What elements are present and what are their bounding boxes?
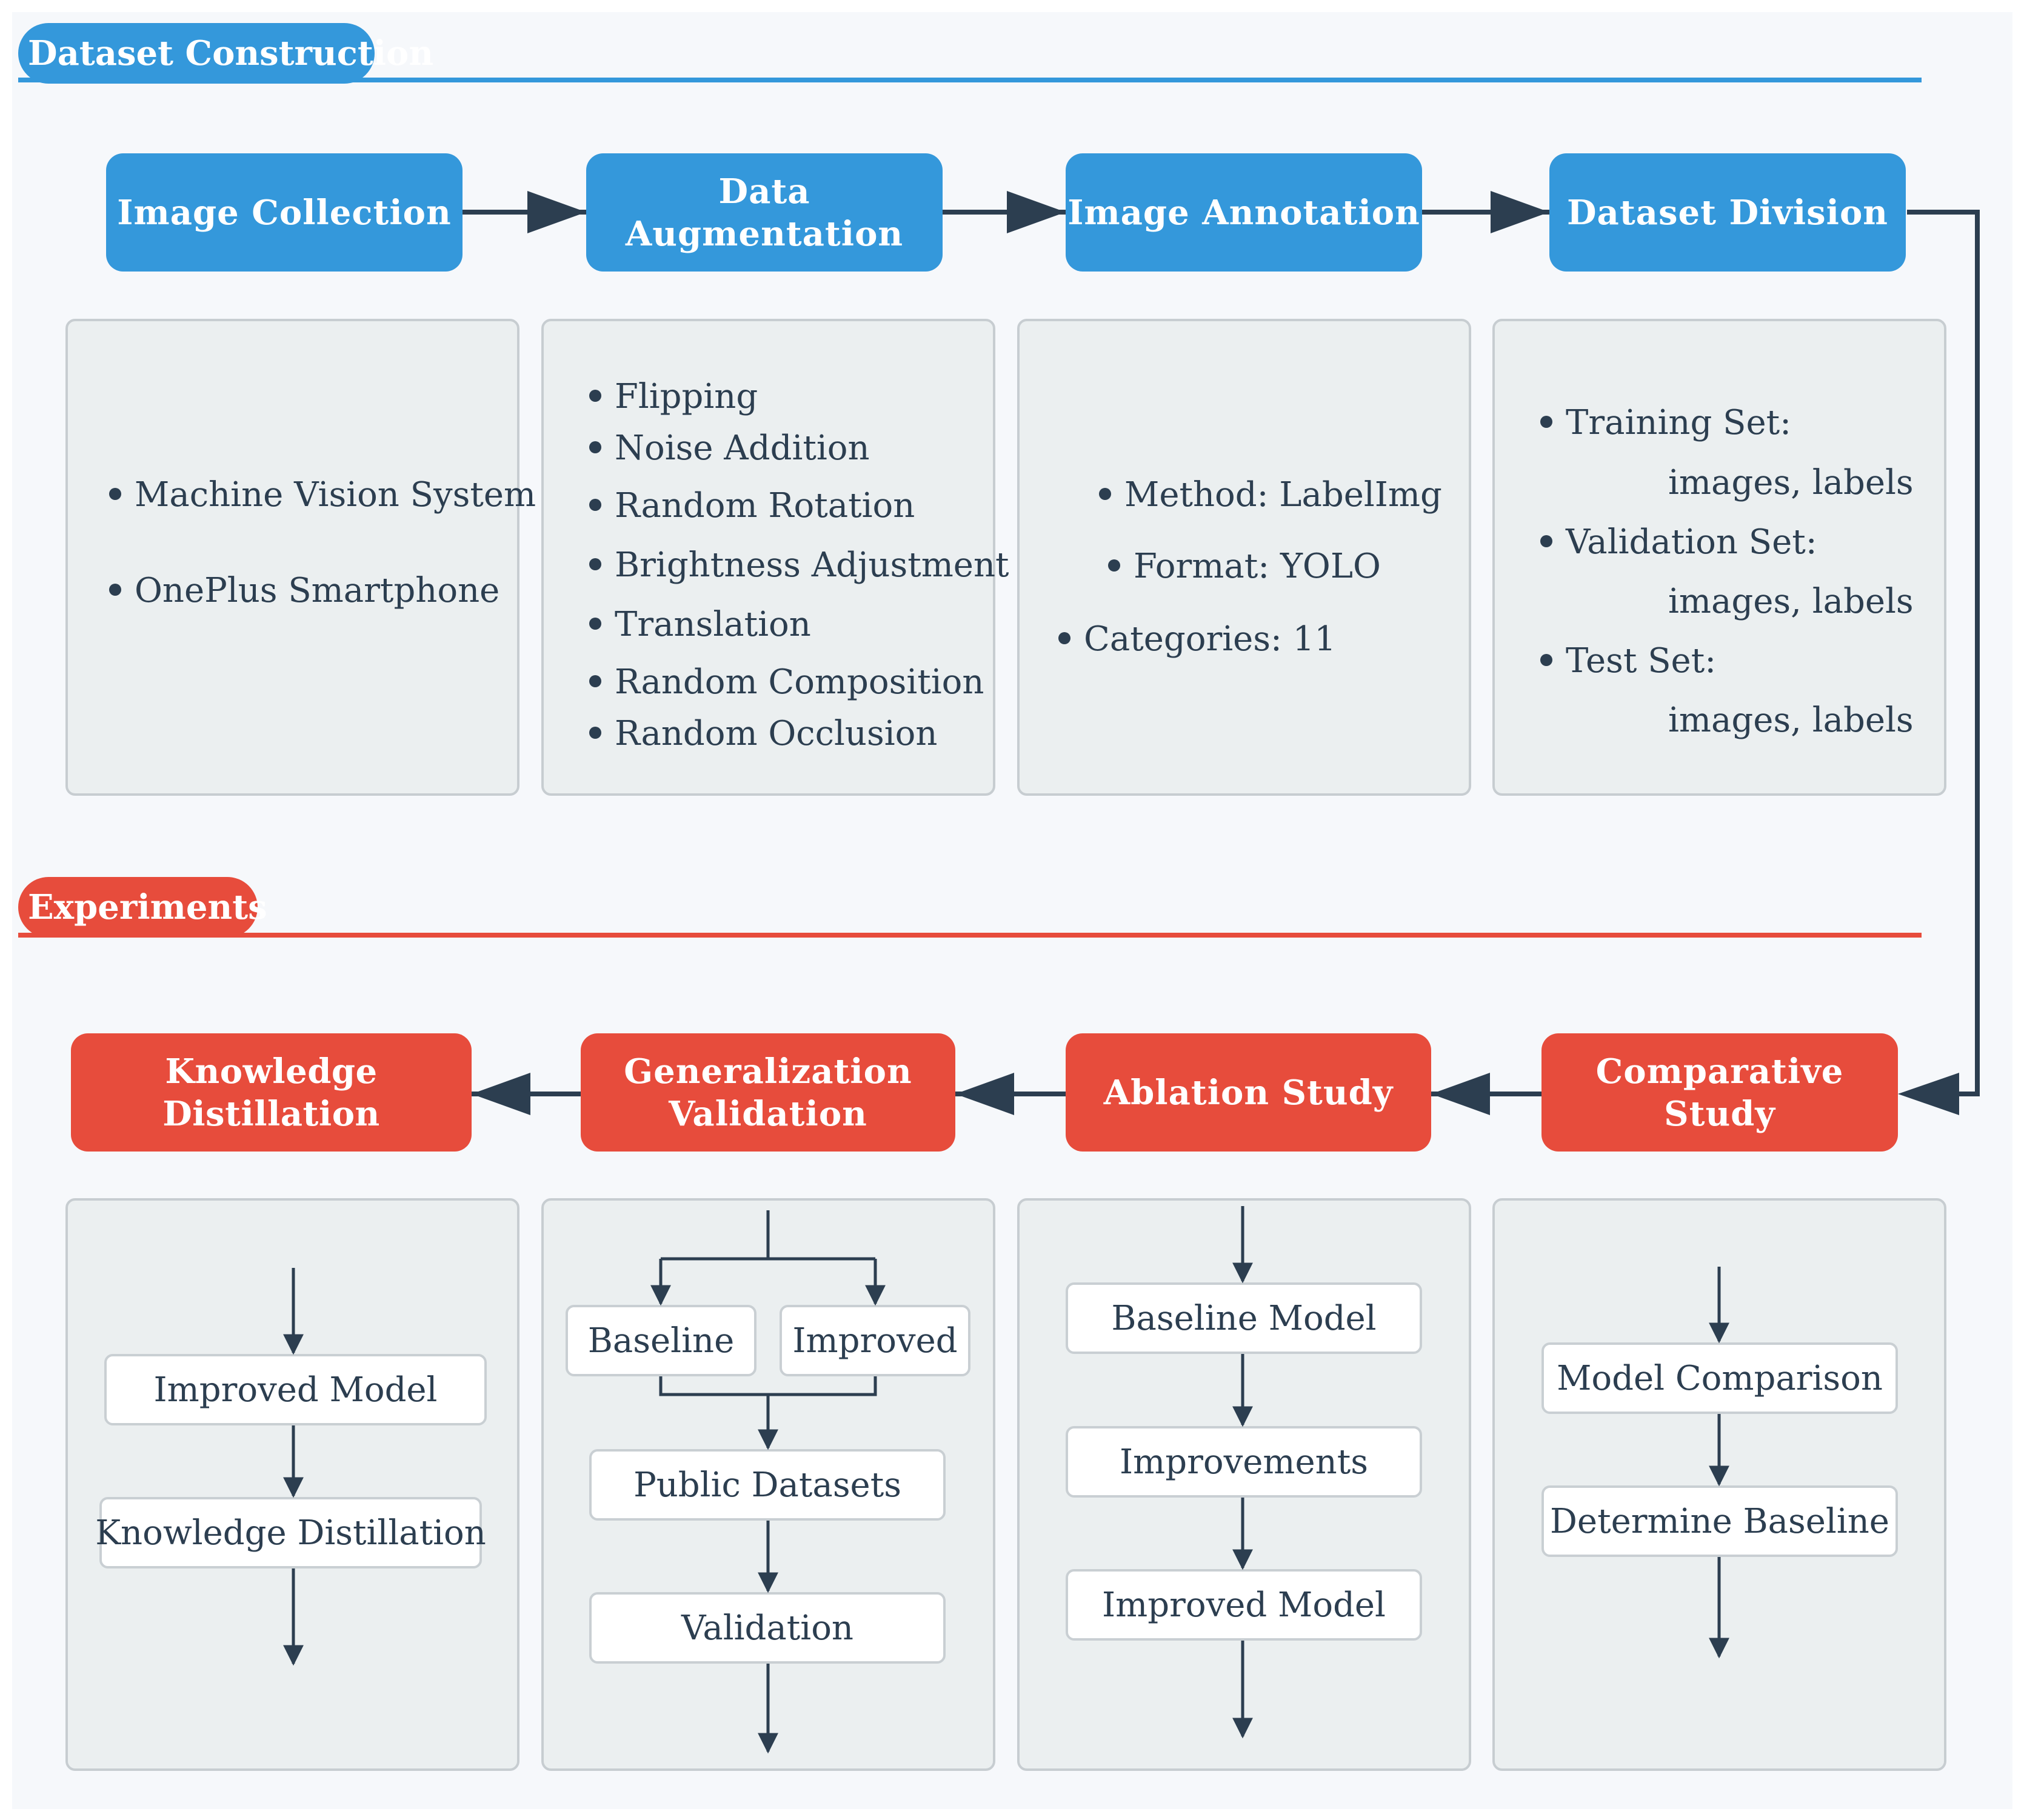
bullet-subitem: images, labels: [1668, 582, 1914, 621]
dataset-section-label: Dataset Construction: [18, 23, 433, 84]
step-comparative-study: Comparative Study: [1541, 1033, 1898, 1152]
step-knowledge-distillation: Knowledge Distillation: [71, 1033, 472, 1152]
arrowhead: [955, 1073, 1014, 1115]
flow-improvements: Improvements: [1066, 1426, 1422, 1498]
bullet-item: OnePlus Smartphone: [109, 571, 499, 610]
flow-model-comparison: Model Comparison: [1541, 1342, 1898, 1414]
bullet-item: Training Set:: [1540, 403, 1791, 442]
flow-improved: Improved: [780, 1305, 970, 1376]
step-data-augmentation: Data Augmentation: [586, 153, 943, 272]
step-image-collection: Image Collection: [106, 153, 463, 272]
bullet-item: Noise Addition: [589, 428, 870, 468]
arrowhead: [1431, 1073, 1490, 1115]
bullet-item: Random Composition: [589, 662, 984, 702]
arrowhead: [472, 1073, 530, 1115]
step-dataset-division: Dataset Division: [1549, 153, 1906, 272]
flow-improved-model: Improved Model: [104, 1354, 487, 1425]
arrowhead: [1491, 191, 1549, 233]
experiments-section-line: [18, 933, 1922, 938]
dataset-section-line: [18, 78, 1922, 82]
arrowhead: [1007, 191, 1066, 233]
card-image-annotation: [1017, 319, 1471, 796]
card-dataset-division: [1492, 319, 1946, 796]
bullet-item: Random Occlusion: [589, 714, 937, 753]
experiments-section-label: Experiments: [18, 877, 267, 938]
bullet-item: Flipping: [589, 377, 758, 416]
bullet-item: Test Set:: [1540, 641, 1716, 681]
bullet-item: Format: YOLO: [1108, 547, 1381, 586]
bullet-item: Random Rotation: [589, 486, 915, 525]
bullet-item: Categories: 11: [1058, 619, 1336, 659]
flow-validation: Validation: [589, 1592, 946, 1664]
flow-baseline-model: Baseline Model: [1066, 1282, 1422, 1354]
flow-improved-model-ablation: Improved Model: [1066, 1569, 1422, 1641]
step-image-annotation: Image Annotation: [1066, 153, 1422, 272]
bullet-item: Method: LabelImg: [1099, 475, 1442, 515]
bullet-item: Translation: [589, 605, 811, 644]
card-image-collection: [65, 319, 519, 796]
bullet-item: Brightness Adjustment: [589, 545, 1009, 585]
flow-determine-baseline: Determine Baseline: [1541, 1485, 1898, 1557]
bullet-item: Validation Set:: [1540, 522, 1817, 562]
flow-knowledge-distillation: Knowledge Distillation: [95, 1497, 486, 1568]
connector-division-to-comparative: [1907, 210, 1980, 1096]
arrowhead: [527, 191, 586, 233]
bullet-subitem: images, labels: [1668, 701, 1914, 740]
step-ablation-study: Ablation Study: [1066, 1033, 1431, 1152]
bullet-item: Machine Vision System: [109, 475, 536, 515]
card-data-augmentation: [541, 319, 995, 796]
bullet-subitem: images, labels: [1668, 463, 1914, 502]
step-generalization-validation: Generalization Validation: [581, 1033, 955, 1152]
flow-baseline: Baseline: [566, 1305, 756, 1376]
flow-public-datasets: Public Datasets: [589, 1449, 946, 1521]
arrowhead: [1898, 1073, 1959, 1115]
